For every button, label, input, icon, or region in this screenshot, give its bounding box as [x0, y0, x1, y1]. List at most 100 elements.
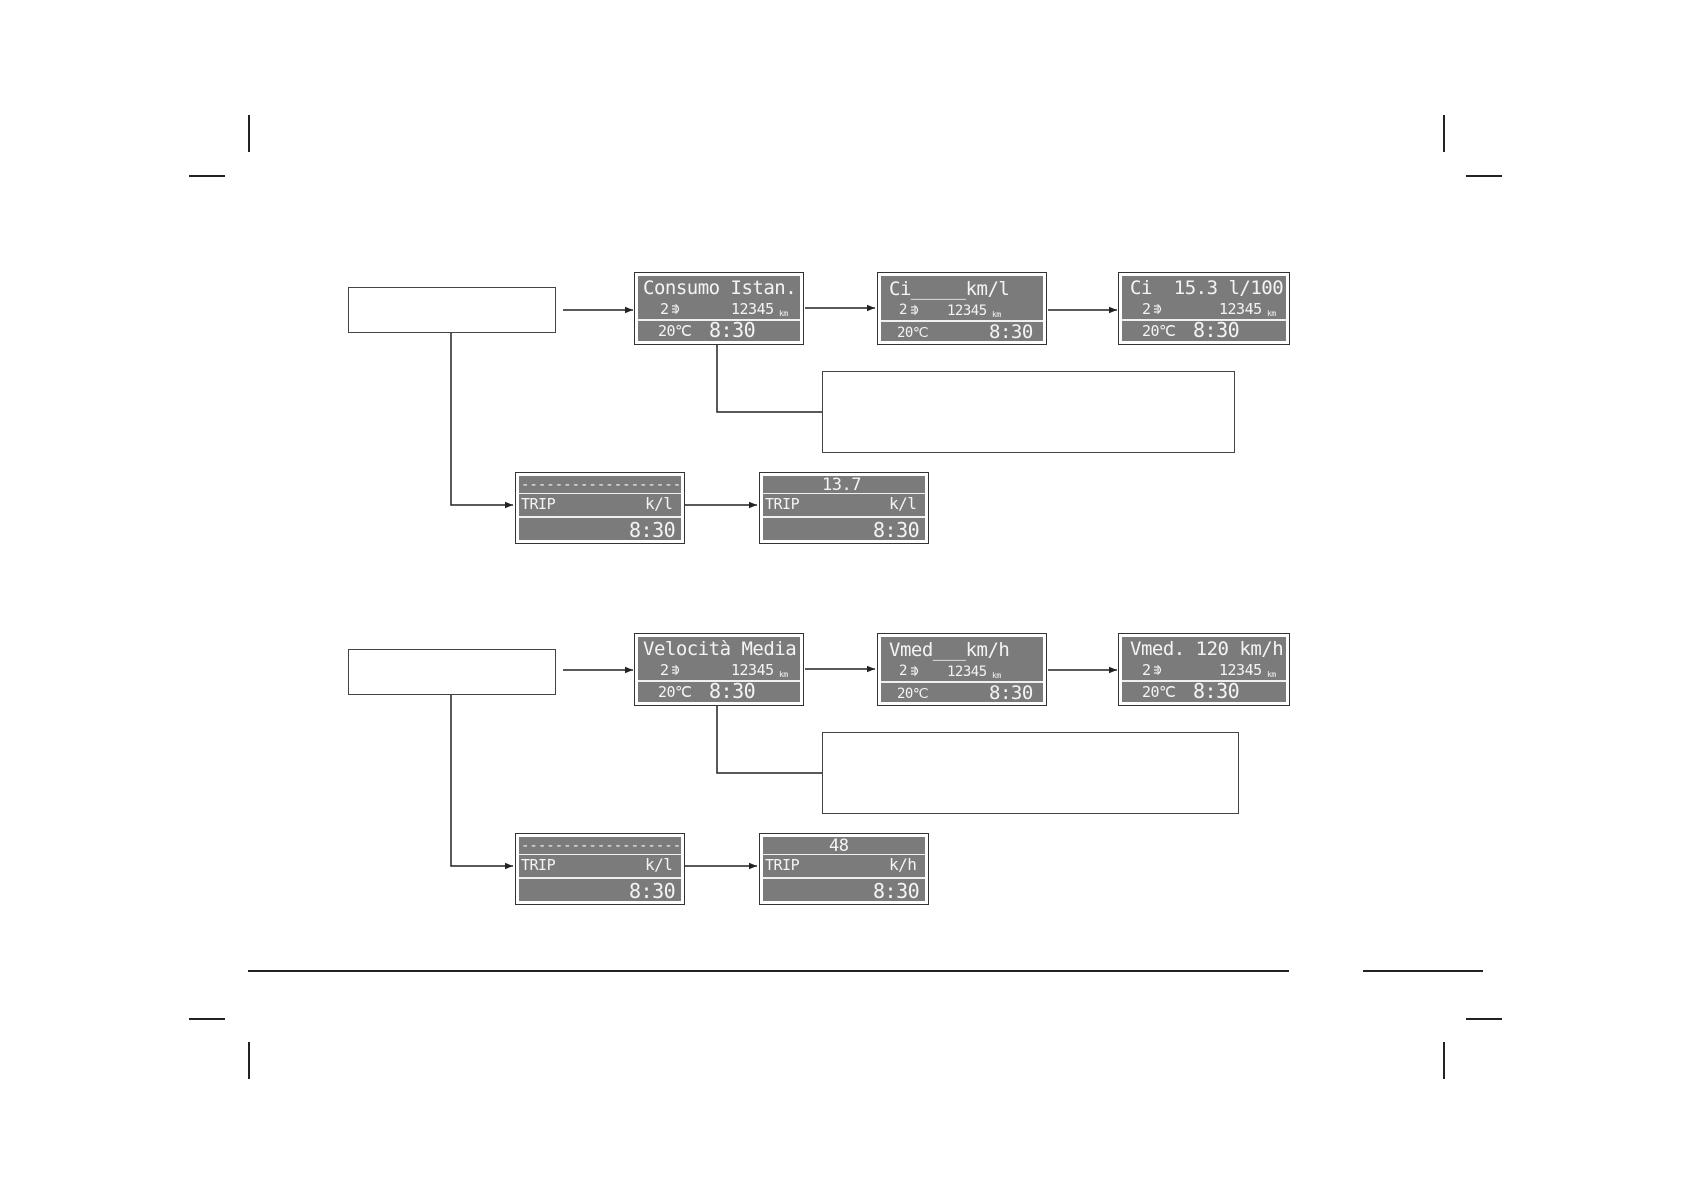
lcd-temp: 20℃ — [1142, 683, 1176, 701]
lcd-km-unit: km — [779, 670, 788, 679]
lcd-temp: 20℃ — [897, 686, 929, 702]
lcd-trip-unit: k/l — [645, 855, 673, 874]
lcd-gear: 2 — [660, 300, 669, 318]
lcd-trip-empty: ----------------------- TRIP k/l 8:30 — [515, 833, 685, 905]
crop-mark-tl-h — [189, 175, 225, 177]
headlight-icon — [911, 304, 919, 316]
crop-mark-bl-v — [248, 1042, 250, 1079]
lcd-separator — [763, 493, 925, 494]
lcd-time: 8:30 — [629, 879, 676, 901]
lcd-title: Velocità Media — [643, 638, 797, 660]
lcd-trip-unit: k/l — [645, 494, 673, 513]
headlight-icon — [672, 303, 680, 315]
lcd-gear: 2 — [899, 663, 907, 679]
lcd-temp: 20℃ — [1142, 322, 1176, 340]
lcd-trip-value: 13.7 TRIP k/l 8:30 — [759, 472, 929, 544]
lcd-odometer: 12345 — [947, 664, 987, 680]
lcd-time: 8:30 — [873, 518, 920, 540]
arrow-1-down-to-trip — [450, 333, 513, 509]
lcd-separator — [519, 493, 681, 494]
lcd-separator — [519, 854, 681, 855]
lcd-time: 8:30 — [629, 518, 676, 540]
lcd-ci-value: Ci 15.3 l/100 2 12345 km 20℃ 8:30 — [1118, 272, 1290, 345]
lcd-km-unit: km — [779, 309, 788, 318]
lcd-title: Ci_____km/l — [889, 278, 1010, 300]
lcd-separator — [638, 680, 800, 682]
lcd-temp: 20℃ — [658, 322, 692, 340]
label-box-consumo — [348, 287, 556, 333]
lcd-title: Vmed. 120 km/h — [1130, 638, 1284, 660]
lcd-trip-label: TRIP — [521, 856, 556, 874]
lcd-separator — [519, 516, 681, 518]
lcd-title: Consumo Istan. — [643, 277, 797, 299]
headlight-icon — [911, 665, 919, 677]
lcd-km-unit: km — [992, 310, 1001, 319]
crop-mark-tr-h — [1466, 175, 1502, 177]
lcd-gear: 2 — [899, 302, 907, 318]
arrow-2-down-to-trip — [450, 695, 513, 870]
label-box-velocita — [348, 649, 556, 695]
lcd-title: Ci 15.3 l/100 — [1130, 277, 1284, 299]
line-2-screen1-to-note — [716, 706, 822, 774]
lcd-time: 8:30 — [1193, 318, 1240, 341]
lcd-km-unit: km — [1267, 670, 1276, 679]
lcd-trip-unit: k/h — [889, 855, 917, 874]
lcd-gear: 2 — [1142, 300, 1151, 318]
lcd-separator — [1122, 680, 1286, 682]
lcd-separator — [1122, 319, 1286, 321]
lcd-separator — [638, 319, 800, 321]
lcd-trip-value: 48 TRIP k/h 8:30 — [759, 833, 929, 905]
lcd-trip-label: TRIP — [765, 856, 800, 874]
crop-mark-tr-v — [1443, 115, 1445, 152]
lcd-temp: 20℃ — [897, 325, 929, 341]
lcd-time: 8:30 — [709, 679, 756, 702]
footer-page-rule — [1363, 970, 1483, 972]
lcd-vmed-kmh: Vmed___km/h 2 12345 km 20℃ 8:30 — [877, 633, 1047, 706]
lcd-odometer: 12345 — [947, 303, 987, 319]
headlight-icon — [1154, 303, 1162, 315]
lcd-odometer: 12345 — [731, 300, 774, 318]
lcd-separator — [881, 681, 1043, 683]
lcd-time: 8:30 — [989, 321, 1033, 342]
headlight-icon — [1154, 664, 1162, 676]
lcd-vmed-value: Vmed. 120 km/h 2 12345 km 20℃ 8:30 — [1118, 633, 1290, 706]
lcd-separator — [519, 877, 681, 879]
lcd-trip-label: TRIP — [521, 495, 556, 513]
lcd-title: Vmed___km/h — [889, 639, 1010, 661]
lcd-temp: 20℃ — [658, 683, 692, 701]
lcd-consumo-istan: Consumo Istan. 2 12345 km 20℃ 8:30 — [634, 272, 804, 345]
lcd-time: 8:30 — [873, 879, 920, 901]
lcd-odometer: 12345 — [731, 661, 774, 679]
lcd-velocita-media: Velocità Media 2 12345 km 20℃ 8:30 — [634, 633, 804, 706]
crop-mark-tl-v — [248, 115, 250, 152]
lcd-separator — [763, 854, 925, 855]
lcd-trip-empty: ----------------------- TRIP k/l 8:30 — [515, 472, 685, 544]
lcd-trip-unit: k/l — [889, 494, 917, 513]
lcd-time: 8:30 — [989, 682, 1033, 703]
crop-mark-bl-h — [189, 1018, 225, 1020]
lcd-km-unit: km — [992, 671, 1001, 680]
lcd-separator — [881, 320, 1043, 322]
lcd-gear: 2 — [1142, 661, 1151, 679]
lcd-odometer: 12345 — [1219, 661, 1262, 679]
lcd-trip-value-text: 48 — [829, 837, 849, 856]
lcd-time: 8:30 — [709, 318, 756, 341]
lcd-time: 8:30 — [1193, 679, 1240, 702]
lcd-separator — [763, 516, 925, 518]
lcd-ci-kml: Ci_____km/l 2 12345 km 20℃ 8:30 — [877, 272, 1047, 345]
lcd-gear: 2 — [660, 661, 669, 679]
headlight-icon — [672, 664, 680, 676]
crop-mark-br-h — [1466, 1018, 1502, 1020]
note-box-consumo — [822, 371, 1235, 453]
lcd-separator — [763, 877, 925, 879]
footer-rule — [248, 970, 1289, 972]
lcd-trip-label: TRIP — [765, 495, 800, 513]
lcd-trip-value-text: 13.7 — [822, 476, 861, 495]
lcd-km-unit: km — [1267, 309, 1276, 318]
lcd-odometer: 12345 — [1219, 300, 1262, 318]
note-box-velocita — [822, 732, 1239, 814]
line-1-screen1-to-note — [716, 345, 822, 413]
crop-mark-br-v — [1443, 1042, 1445, 1079]
